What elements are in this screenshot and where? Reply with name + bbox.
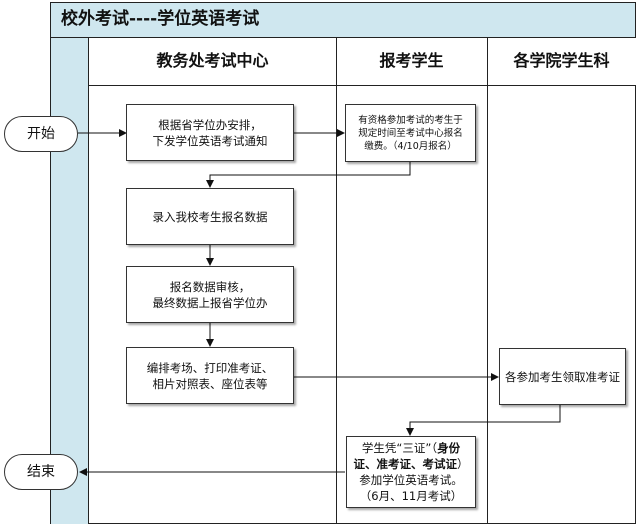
lane-header-students: 报考学生 [336, 38, 487, 86]
lane-divider-2 [487, 38, 488, 524]
lane-header-college-office: 各学院学生科 [487, 38, 636, 86]
step-notice: 根据省学位办安排， 下发学位英语考试通知 [126, 104, 294, 161]
step-take-exam: 学生凭“三证”（身份 证、准考证、考试证） 参加学位英语考试。 （6月、11月考… [346, 436, 476, 508]
step-register: 有资格参加考试的考生于 规定时间至考试中心报名 缴费。（4/10月报名） [345, 104, 476, 162]
step-review-line2: 最终数据上报省学位办 [152, 295, 268, 310]
step-notice-line1: 根据省学位办安排， [158, 117, 262, 132]
end-terminal: 结束 [4, 454, 78, 490]
start-terminal: 开始 [4, 116, 78, 152]
step-exam-line3: 参加学位英语考试。 [359, 473, 463, 487]
step-review: 报名数据审核， 最终数据上报省学位办 [126, 266, 294, 323]
lane-divider-1 [336, 38, 337, 524]
step-exam-bold1: 身份 [437, 441, 461, 455]
arrow-register-to-entry [206, 162, 411, 188]
step-arrange: 编排考场、打印准考证、 相片对照表、座位表等 [126, 347, 294, 404]
diagram-title: 校外考试----学位英语考试 [50, 2, 636, 38]
step-exam-line2: 证、准考证、考试证） [354, 456, 469, 472]
step-register-line2: 规定时间至考试中心报名 [358, 127, 463, 139]
lane-header-exam-center: 教务处考试中心 [89, 38, 336, 86]
step-register-line3: 缴费。（4/10月报名） [364, 140, 457, 152]
step-collect-admission: 各参加考生领取准考证 [499, 348, 626, 405]
step-arrange-line1: 编排考场、打印准考证、 [146, 360, 274, 375]
step-exam-part1: 学生凭“三证”（ [361, 441, 438, 455]
step-data-entry: 录入我校考生报名数据 [126, 188, 294, 245]
step-collect-line1: 各参加考生领取准考证 [505, 369, 620, 384]
arrow-collect-to-exam [406, 404, 561, 436]
step-arrange-line2: 相片对照表、座位表等 [152, 376, 268, 391]
step-exam-line4: （6月、11月考试） [359, 489, 463, 503]
step-notice-line2: 下发学位英语考试通知 [152, 133, 268, 148]
step-exam-line1: 学生凭“三证”（身份 [354, 440, 469, 456]
step-review-line1: 报名数据审核， [169, 279, 251, 294]
step-exam-bold2: 证、准考证、考试证 [353, 457, 458, 471]
step-register-line1: 有资格参加考试的考生于 [358, 114, 463, 126]
step-data-entry-line1: 录入我校考生报名数据 [152, 209, 268, 224]
step-exam-part2: ） [457, 457, 469, 471]
